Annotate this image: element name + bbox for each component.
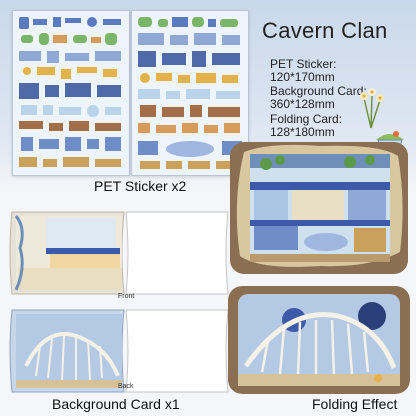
caption-background-card: Background Card x1 [52,396,180,412]
product-title: Cavern Clan [262,18,388,43]
spec-pet-sticker-value: 120*170mm [270,70,335,84]
background-card-front-art [9,211,229,295]
sticker-sheet-1-art [13,11,129,175]
background-card-back [6,306,232,396]
spec-folding-card-value: 128*180mm [270,125,335,139]
spec-folding-card-name: Folding Card: [270,112,343,126]
folding-effect-card [228,286,410,394]
caption-folding-effect: Folding Effect [312,396,398,412]
spec-background-card-value: 360*128mm [270,97,335,111]
pet-sticker-sheet-2 [131,10,249,176]
background-card-back-art [9,309,229,393]
front-label: Front [118,293,135,300]
folding-card-room-scene [230,142,408,274]
background-card-front [6,208,232,298]
pet-sticker-sheet-1 [12,10,130,176]
sticker-sheet-2-art [132,11,248,175]
caption-pet-sticker: PET Sticker x2 [94,178,187,194]
folding-effect-art [228,286,410,394]
spec-pet-sticker-name: PET Sticker: [270,57,337,71]
spec-background-card-name: Background Card: [270,84,367,98]
folding-card-room-art [230,142,408,274]
back-label: Back [118,383,134,390]
flower-vase-icon [360,88,384,129]
